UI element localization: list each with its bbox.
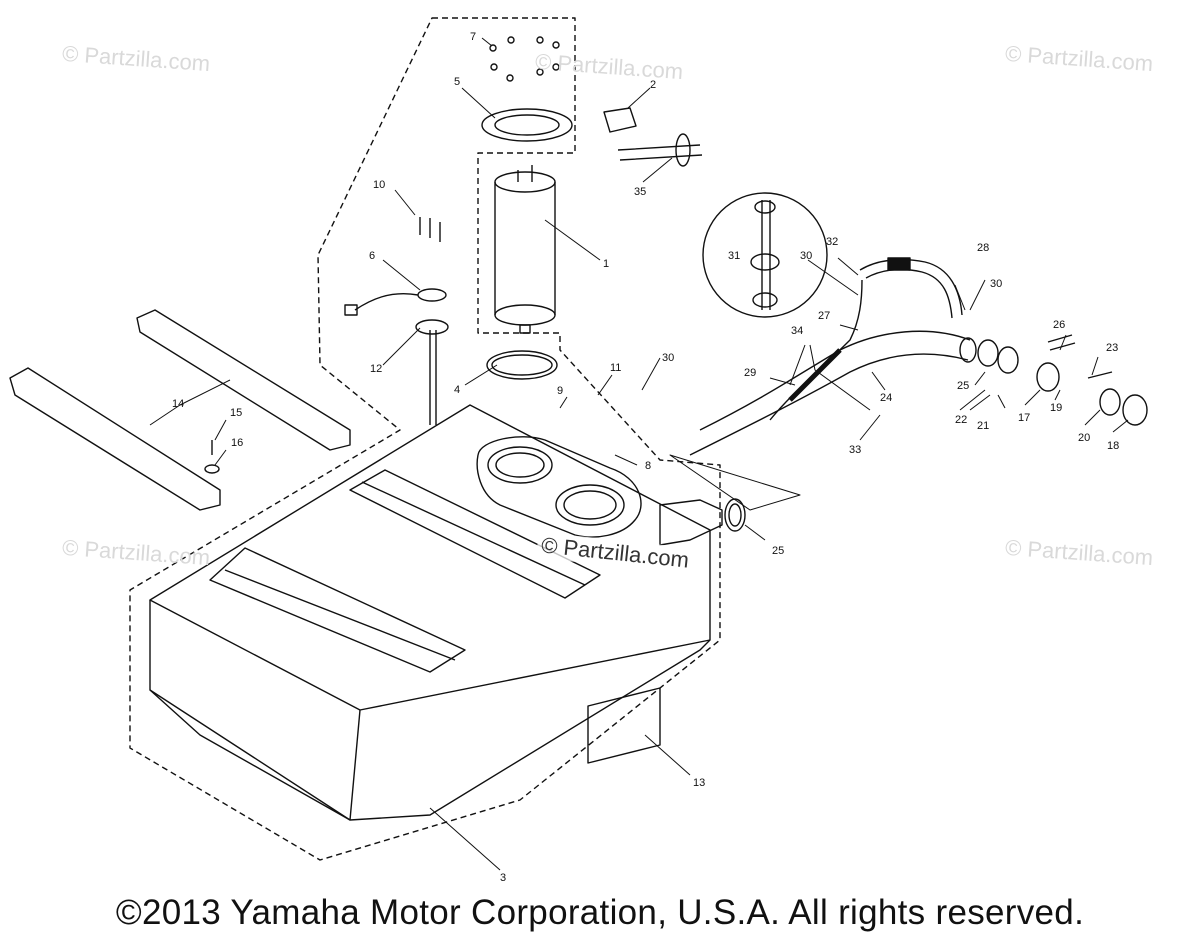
callout-34: 34 [791,325,804,337]
callout-30: 30 [662,352,675,364]
callout-17: 17 [1018,412,1031,424]
callout-25: 25 [772,545,785,557]
callout-18: 18 [1107,440,1120,452]
callout-7: 7 [470,31,477,43]
bolts [489,36,560,82]
callout-12: 12 [370,363,383,375]
callout-1: 1 [603,258,610,270]
callout-4: 4 [454,384,461,396]
callout-8: 8 [645,460,652,472]
callout-24: 24 [880,392,893,404]
callout-29: 29 [744,367,757,379]
callout-21: 21 [977,420,990,432]
callout-6: 6 [369,250,376,262]
callout-22: 22 [955,414,968,426]
filler-hose [689,330,977,456]
callout-25: 25 [957,380,970,392]
callout-30: 30 [800,250,813,262]
callout-10: 10 [373,179,386,191]
callout-5: 5 [454,76,461,88]
copyright-footer: ©2013 Yamaha Motor Corporation, U.S.A. A… [115,893,1085,932]
warning-label [587,687,661,764]
callout-27: 27 [818,310,831,322]
tank-group-outline [129,17,721,861]
fuel-tank [149,404,746,821]
callout-32: 32 [826,236,839,248]
callout-15: 15 [230,407,243,419]
callout-2: 2 [650,79,657,91]
callout-9: 9 [557,385,564,397]
callout-28: 28 [977,242,990,254]
callout-35: 35 [634,186,647,198]
callout-3: 3 [500,872,507,884]
callout-26: 26 [1053,319,1066,331]
callout-14: 14 [172,398,185,410]
callout-23: 23 [1106,342,1119,354]
callout-30: 30 [990,278,1003,290]
fuel-sender [344,288,449,425]
callout-13: 13 [693,777,706,789]
detail-magnifier [702,192,828,318]
callout-11: 11 [610,362,622,374]
callout-20: 20 [1078,432,1091,444]
callout-16: 16 [231,437,244,449]
lock-ring [481,108,573,142]
callout-19: 19 [1050,402,1063,414]
callout-31: 31 [728,250,741,262]
tank-rails [9,309,351,511]
callout-33: 33 [849,444,862,456]
fuel-pump [494,165,556,334]
gasket [486,350,558,380]
